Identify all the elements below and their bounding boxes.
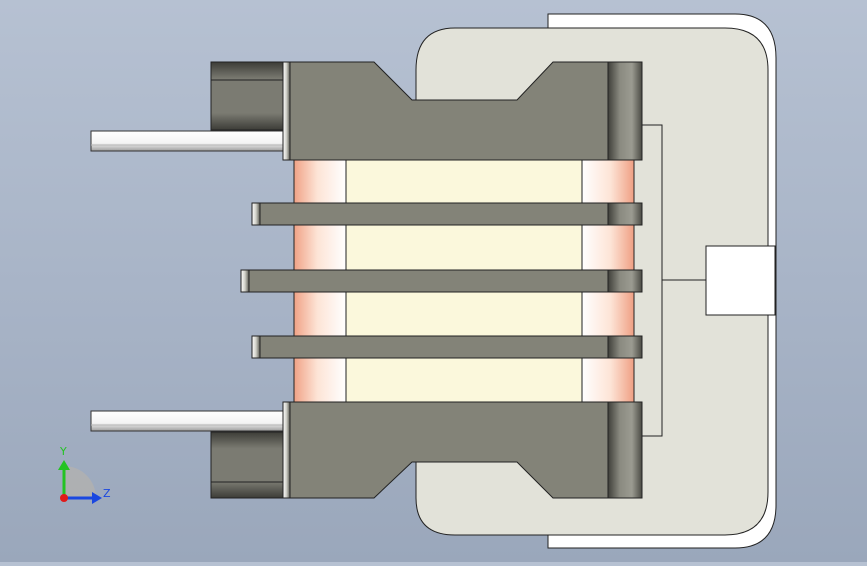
triad-x-axis [60,494,68,502]
orientation-triad[interactable]: Y Z [58,445,111,504]
lead-pin-bottom[interactable] [90,410,284,432]
flange-top-body [289,61,609,161]
pin-block-bottom [210,431,285,499]
triad-y-label: Y [59,445,67,458]
triad-y-arrow [58,460,70,470]
pin-block-top [210,61,285,131]
housing-side-tab [705,245,776,316]
separator-plate-1[interactable] [251,202,643,226]
lead-pin-top[interactable] [90,130,284,152]
triad-z-arrow [92,492,102,504]
separator-plate-2[interactable] [240,269,643,293]
flange-bottom-edge [282,401,291,499]
flange-bottom-cap [607,401,643,499]
flange-top-cap [607,61,643,161]
triad-arc [64,466,96,498]
bobbin-flange-top[interactable] [210,61,643,161]
separator-plate-3[interactable] [251,335,643,359]
flange-top-edge [282,61,291,161]
bobbin-flange-bottom[interactable] [210,401,643,499]
triad-z-label: Z [103,487,111,500]
